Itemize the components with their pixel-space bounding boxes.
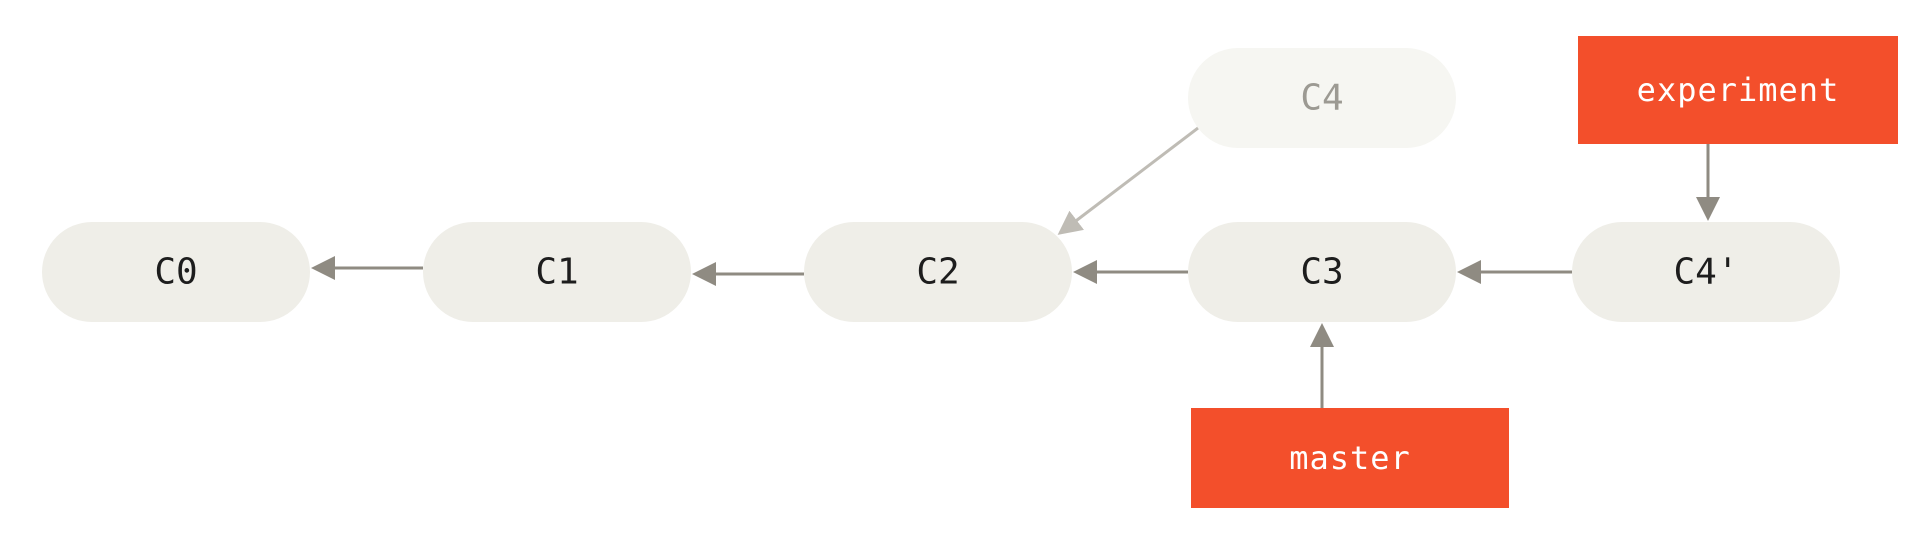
branch-master-shape (1191, 408, 1509, 508)
commit-c4-prime: C4' (1572, 222, 1840, 322)
commit-c0: C0 (42, 222, 310, 322)
branch-master-label: master (1289, 439, 1411, 477)
commit-c3: C3 (1188, 222, 1456, 322)
branch-experiment: experiment (1578, 36, 1898, 144)
commit-c4-original: C4 (1188, 48, 1456, 148)
branch-master: master (1191, 408, 1509, 508)
commit-c3-label: C3 (1300, 252, 1343, 293)
commit-c4-prime-label: C4' (1673, 252, 1738, 293)
commit-c4-original-shape (1188, 48, 1456, 148)
commit-c1: C1 (423, 222, 691, 322)
commit-c4-prime-shape (1572, 222, 1840, 322)
commit-c2: C2 (804, 222, 1072, 322)
branch-experiment-label: experiment (1637, 71, 1840, 109)
commit-c2-label: C2 (916, 252, 959, 293)
commit-c0-shape (42, 222, 310, 322)
commit-c4-original-label: C4 (1300, 78, 1343, 119)
parent-arrow-c4-original-c2 (1057, 126, 1199, 235)
commit-c0-label: C0 (154, 252, 197, 293)
commit-c2-shape (804, 222, 1072, 322)
commit-c3-shape (1188, 222, 1456, 322)
branch-experiment-shape (1578, 36, 1898, 144)
commit-c1-label: C1 (535, 252, 578, 293)
commit-c1-shape (423, 222, 691, 322)
